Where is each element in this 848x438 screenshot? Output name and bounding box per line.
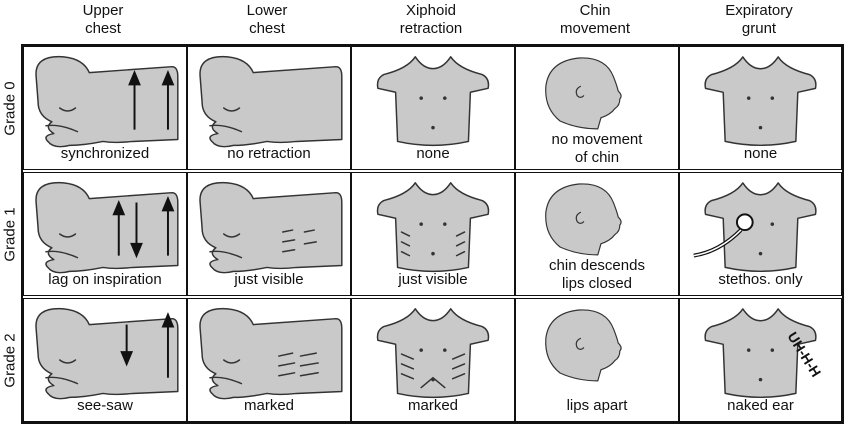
caption-lag-on-inspiration: lag on inspiration	[48, 271, 162, 288]
row-label-grade-0: Grade 0	[1, 80, 19, 136]
caption-lips-apart: lips apart	[566, 397, 628, 414]
infant-marked-illustration	[199, 307, 343, 400]
caption-naked-ear: naked ear	[727, 397, 794, 414]
cell-grade-0-chin: no movement of chin	[515, 46, 679, 170]
caption-none-xiphoid: none	[416, 145, 450, 162]
cell-grade-1-xiphoid: just visible	[351, 172, 515, 296]
stethoscope-icon	[735, 213, 754, 232]
torso-stethoscope-illustration	[693, 182, 817, 273]
cell-grade-1-upper-chest: lag on inspiration	[23, 172, 187, 296]
cell-grade-2-xiphoid: marked	[351, 298, 515, 422]
row-label-grade-1: Grade 1	[1, 206, 19, 262]
infant-just-visible-illustration	[199, 181, 343, 274]
caption-marked-lower: marked	[243, 397, 295, 414]
row-label-grade-2: Grade 2	[1, 332, 19, 388]
column-header-upper-chest: Upper chest	[82, 2, 124, 37]
cell-grade-2-grunt: UH-H-H naked ear	[679, 298, 842, 422]
infant-synchronized-illustration	[35, 55, 179, 148]
torso-just-visible-illustration	[376, 182, 490, 273]
column-header-lower-chest: Lower chest	[246, 2, 288, 37]
cell-grade-2-lower-chest: marked	[187, 298, 351, 422]
cell-grade-1-chin: chin descends lips closed	[515, 172, 679, 296]
cell-grade-0-upper-chest: synchronized	[23, 46, 187, 170]
caption-just-visible-xiphoid: just visible	[398, 271, 468, 288]
column-header-expiratory-grunt: Expiratory grunt	[725, 2, 793, 37]
caption-stethos-only: stethos. only	[718, 271, 803, 288]
column-header-chin-movement: Chin movement	[559, 2, 631, 37]
cell-grade-0-xiphoid: none	[351, 46, 515, 170]
caption-just-visible-lower: just visible	[234, 271, 304, 288]
torso-marked-illustration	[376, 308, 490, 399]
cell-grade-2-chin: lips apart	[515, 298, 679, 422]
infant-see-saw-illustration	[35, 307, 179, 400]
column-header-xiphoid-retraction: Xiphoid retraction	[399, 2, 463, 37]
cell-grade-1-grunt: stethos. only	[679, 172, 842, 296]
cell-grade-1-lower-chest: just visible	[187, 172, 351, 296]
grading-grid	[21, 44, 844, 424]
caption-no-movement-chin: no movement of chin	[551, 131, 643, 166]
cell-grade-0-lower-chest: no retraction	[187, 46, 351, 170]
infant-lag-illustration	[35, 181, 179, 274]
caption-none-grunt: none	[743, 145, 778, 162]
caption-marked-xiphoid: marked	[407, 397, 459, 414]
caption-see-saw: see-saw	[77, 397, 133, 414]
cell-grade-2-upper-chest: see-saw	[23, 298, 187, 422]
caption-synchronized: synchronized	[60, 145, 150, 162]
caption-no-retraction: no retraction	[227, 145, 311, 162]
cell-grade-0-grunt: none	[679, 46, 842, 170]
caption-chin-descends: chin descends lips closed	[549, 257, 645, 292]
